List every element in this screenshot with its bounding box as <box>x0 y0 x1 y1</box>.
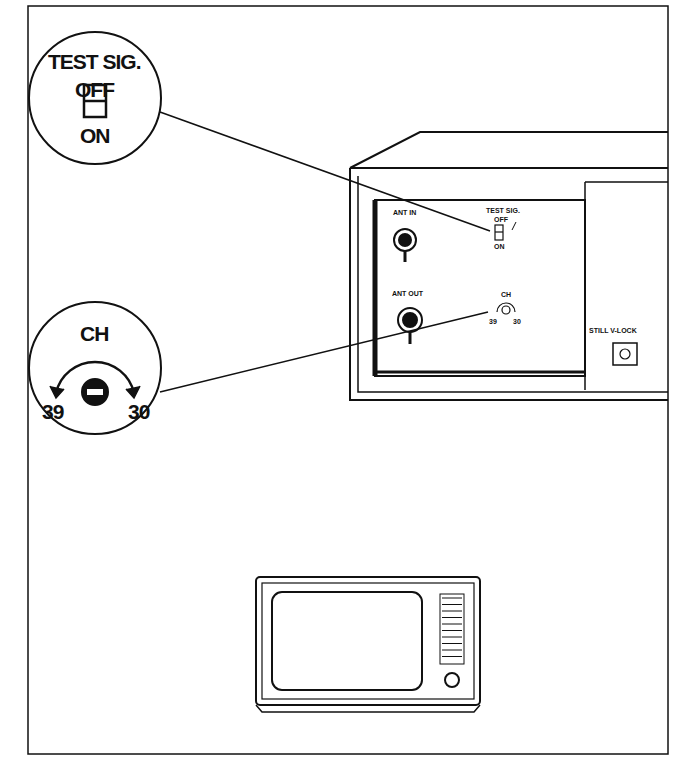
ch-title: CH <box>80 323 108 344</box>
dial-label: CH <box>501 291 511 298</box>
tv-grille <box>442 637 462 638</box>
off-label: OFF <box>75 79 114 100</box>
sig-title: TEST SIG. <box>48 51 141 72</box>
switch-label: TEST SIG. <box>486 207 520 214</box>
tv-grille <box>442 643 462 644</box>
tv-grille <box>442 630 462 631</box>
channel-number: 30 <box>513 318 521 325</box>
jack-label: ANT IN <box>393 209 416 216</box>
button-label: STILL V-LOCK <box>589 327 637 334</box>
tv-grille <box>442 656 462 657</box>
tv-grille <box>442 611 462 612</box>
tv-grille <box>442 624 462 625</box>
tv-grille <box>442 650 462 651</box>
switch-label: ON <box>494 243 505 250</box>
callout-circle: TEST SIG. OFF ON <box>28 31 162 165</box>
tv-grille <box>442 598 462 599</box>
switch-label: OFF <box>494 216 508 223</box>
tv-grille <box>442 617 462 618</box>
channel-number: 39 <box>489 318 497 325</box>
on-label: ON <box>80 125 110 146</box>
tv-grille <box>442 604 462 605</box>
channel-number: 39 <box>42 401 63 422</box>
jack-label: ANT OUT <box>392 290 423 297</box>
channel-number: 30 <box>128 401 149 422</box>
callout-circle: CH 39 30 <box>28 301 162 435</box>
